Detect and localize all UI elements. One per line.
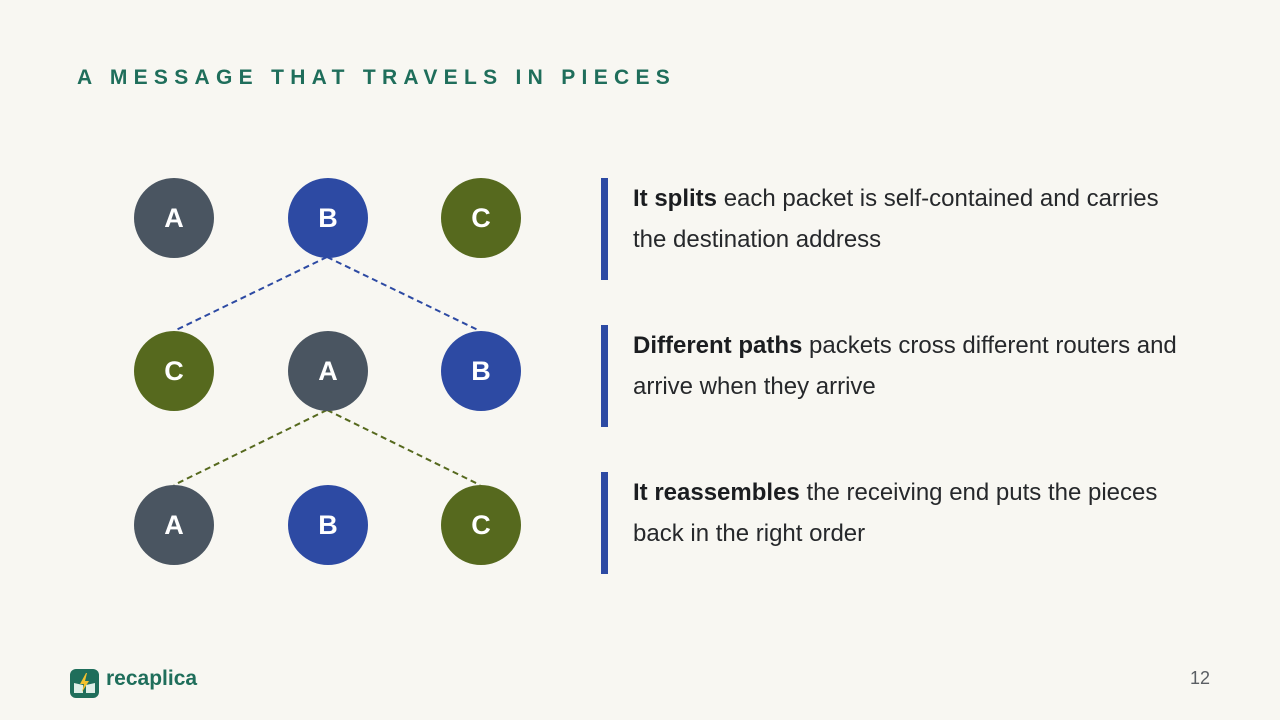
packet-node: B (288, 485, 368, 565)
point-body: packets cross different routers and arri… (633, 332, 1177, 400)
packet-node: C (441, 485, 521, 565)
packet-node: A (134, 485, 214, 565)
lightning-bolt-book-icon (70, 668, 99, 698)
connector-lines (173, 256, 481, 486)
brand-name: recaplica (106, 667, 198, 690)
point-text: It splits each packet is self-contained … (633, 178, 1193, 260)
point-text: Different paths packets cross different … (633, 325, 1193, 407)
point-heading: It reassembles (633, 479, 800, 506)
accent-bar (601, 325, 608, 427)
point-body: each packet is self-contained and carrie… (633, 185, 1159, 253)
connector-line (326, 256, 481, 332)
packet-node: B (288, 178, 368, 258)
point-heading: Different paths (633, 332, 803, 359)
point-heading: It splits (633, 185, 718, 212)
connector-line (173, 256, 328, 332)
point-text: It reassembles the receiving end puts th… (633, 472, 1193, 554)
packet-node: C (134, 331, 214, 411)
connector-line (326, 409, 481, 486)
packet-node: A (134, 178, 214, 258)
packet-node: C (441, 178, 521, 258)
slide-title: A MESSAGE THAT TRAVELS IN PIECES (77, 66, 677, 89)
packet-node: B (441, 331, 521, 411)
connector-line (173, 409, 328, 486)
point-body: the receiving end puts the pieces back i… (633, 479, 1158, 547)
brand-logo: recaplica (70, 667, 198, 698)
page-number: 12 (1189, 668, 1210, 688)
packet-diagram: A B C C A B A B C (0, 0, 600, 600)
packet-node: A (288, 331, 368, 411)
accent-bar (601, 472, 608, 574)
accent-bar (601, 178, 608, 280)
